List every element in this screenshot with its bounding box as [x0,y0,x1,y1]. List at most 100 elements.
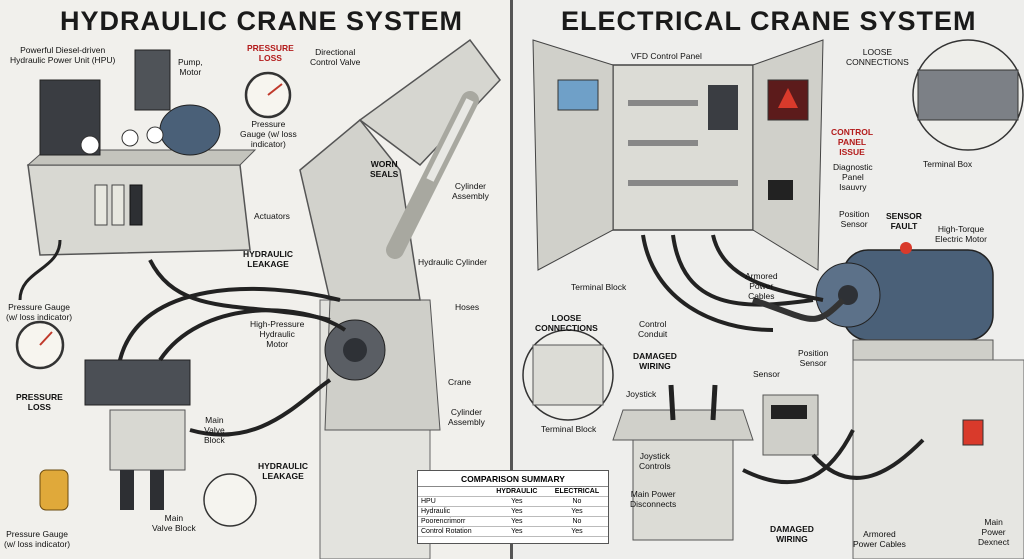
hydraulic-motor-hub [343,338,367,362]
gauge-needle-top [267,83,283,96]
cylinder-rod [426,98,474,182]
table-row: Hydraulic Yes Yes [418,506,608,517]
filter-1 [94,184,108,226]
terminal-box [917,69,1019,121]
label-terminal-block-top: Terminal Block [571,282,627,292]
table-row: HPU Yes No [418,496,608,507]
gauge-needle-left [39,331,53,346]
electrical-panel: ELECTRICAL CRANE SYSTEM VFD Control Pane… [513,0,1024,559]
main-valve-block [109,409,186,471]
din-rail-1 [628,100,698,106]
label-terminal-box: Terminal Box [923,159,973,169]
warning-triangle-icon [778,88,798,108]
label-pressure-gauge-left: Pressure Gauge(w/ loss indicator) [6,302,73,322]
din-rail-3 [628,180,738,186]
table-cell: Yes [487,506,546,517]
label-sensor: Sensor [753,369,780,379]
label-crane: Crane [448,377,472,387]
sensor-box [762,394,819,456]
label-joystick: Joystick [626,389,657,399]
table-cell: Control Rotation [418,526,488,537]
hpu-gauge-3 [146,126,164,144]
label-hoses: Hoses [455,302,480,312]
table-cell: Yes [545,526,608,537]
table-cell: Poorencrimorr [418,516,488,527]
label-actuators: Actuators [254,211,290,221]
hmi-screen [557,79,599,111]
joystick-console-top [612,409,754,441]
label-terminal-block-bottom: Terminal Block [541,424,597,434]
joystick-left [668,384,676,421]
leak-detail-circle [203,473,257,527]
hose-2 [118,286,341,361]
summary-table: HYDRAULIC ELECTRICAL HPU Yes No Hydrauli… [418,487,608,537]
table-row: Poorencrimorr Yes No [418,516,608,527]
summary-title: COMPARISON SUMMARY [418,471,608,487]
vfd-door-right [752,39,824,271]
cable-2 [671,234,814,307]
summary-header-cell: ELECTRICAL [545,487,608,497]
label-vfd-panel: VFD Control Panel [631,51,702,61]
pump-motor [134,49,171,111]
table-cell: Yes [545,506,608,517]
electrical-title: ELECTRICAL CRANE SYSTEM [561,6,977,36]
sensor-fault-indicator [900,242,912,254]
panel-divider [510,0,513,559]
crane-pedestal [852,359,1024,559]
oil-filter [39,469,69,511]
summary-header-row: HYDRAULIC ELECTRICAL [418,487,608,497]
valve-filter-2 [150,470,164,510]
sensor-display [771,405,807,419]
vfd-door-left [532,39,614,271]
label-pump-motor: Pump,Motor [178,57,203,77]
cable-5 [811,438,925,480]
table-cell: Yes [487,496,546,507]
table-cell: HPU [418,496,488,507]
label-pressure-gauge-bottom: Pressure Gauge(w/ loss indicator) [4,529,71,549]
hose-5 [189,378,332,437]
table-cell: No [545,496,608,507]
armored-cable [752,297,846,322]
cable-4 [742,429,855,485]
comparison-summary: COMPARISON SUMMARY HYDRAULIC ELECTRICAL … [417,470,609,544]
electrical-illustration [522,39,1024,559]
crane-boom [358,38,501,167]
din-rail-2 [628,140,698,146]
table-cell: Yes [487,516,546,527]
valve-block [84,359,191,406]
table-row: Control Rotation Yes Yes [418,526,608,537]
table-cell: Yes [487,526,546,537]
joystick-right [710,384,718,421]
filter-2 [111,184,125,226]
summary-header-cell [418,487,488,497]
valve-filter-1 [120,470,134,510]
electric-pump-motor [159,104,221,156]
hose-4 [18,239,62,301]
label-hydraulic-cylinder: Hydraulic Cylinder [418,257,487,267]
hydraulic-title: HYDRAULIC CRANE SYSTEM [60,6,464,36]
